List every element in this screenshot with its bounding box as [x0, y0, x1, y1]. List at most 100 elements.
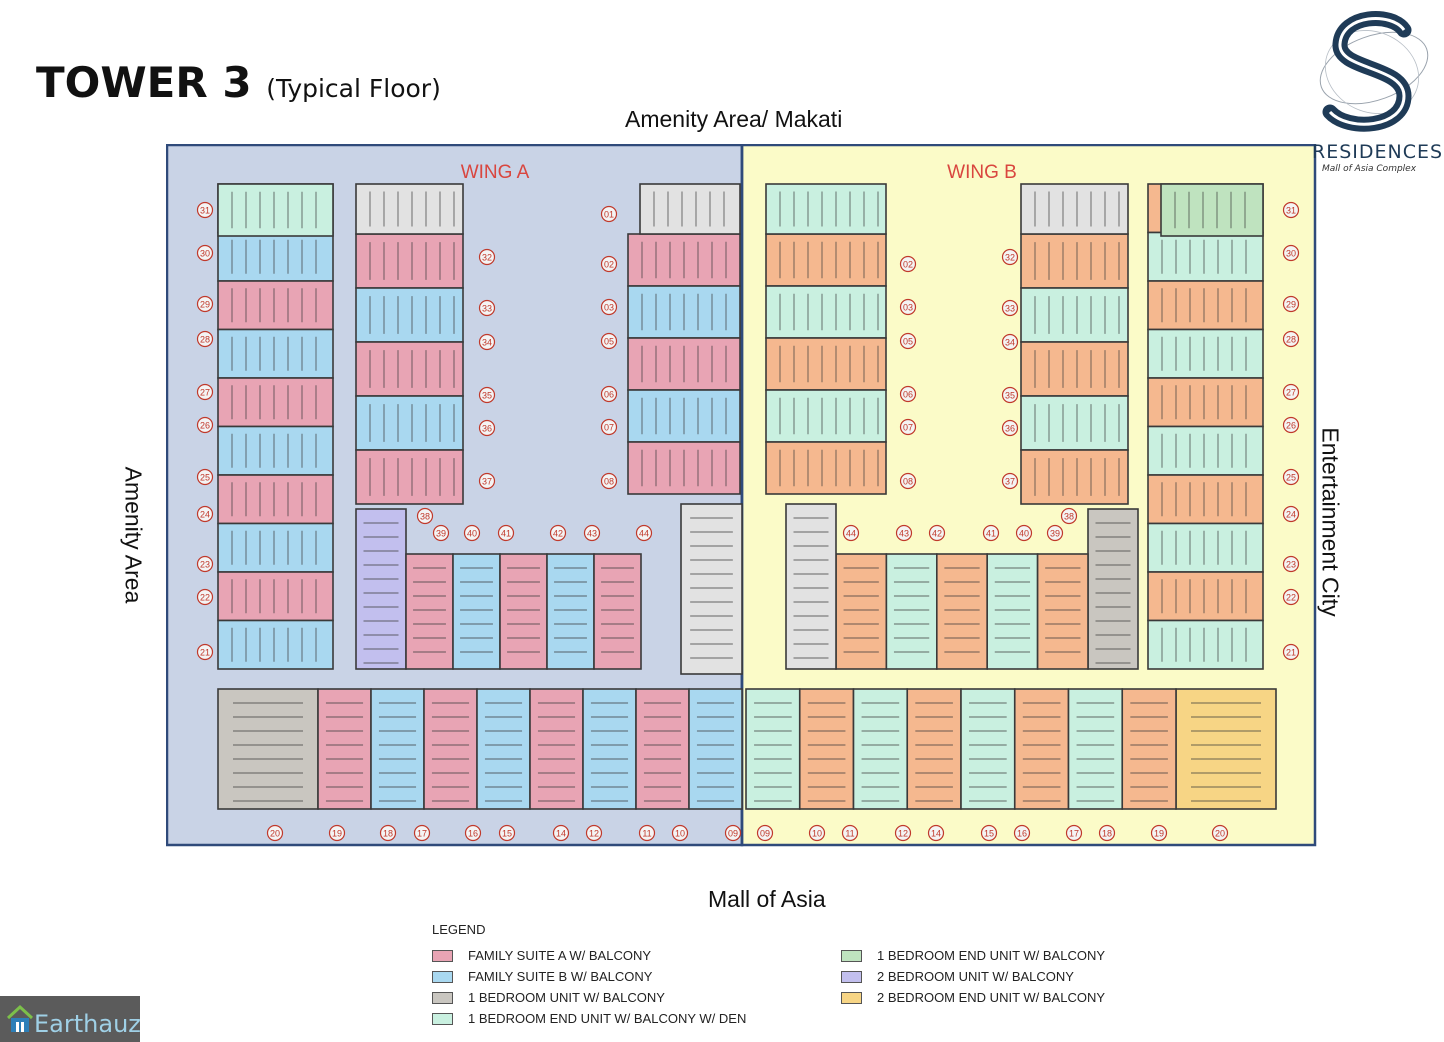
unit-block: [635, 688, 690, 810]
unit-marker: [982, 524, 1000, 542]
unit-marker: [894, 824, 912, 842]
unit-marker: [635, 524, 653, 542]
unit-number: 07: [604, 423, 614, 433]
unit-number: 35: [1005, 391, 1015, 401]
unit-marker: [1282, 244, 1300, 262]
unit-marker: [600, 332, 618, 350]
legend-item: 1 BEDROOM END UNIT W/ BALCONY: [841, 948, 1105, 963]
unit-marker: [497, 524, 515, 542]
unit-block: [765, 183, 887, 235]
unit-block: [986, 553, 1039, 670]
unit-marker: [1060, 507, 1078, 525]
unit-number: 11: [845, 829, 854, 839]
unit-number: 28: [200, 335, 210, 345]
unit-block: [217, 688, 319, 810]
unit-marker: [196, 416, 214, 434]
unit-number: 25: [200, 473, 210, 483]
unit-number: 18: [383, 829, 393, 839]
wing-b-label: WING B: [947, 162, 1017, 183]
unit-marker: [1013, 824, 1031, 842]
stair-core: [639, 183, 741, 235]
unit-number: 23: [200, 560, 210, 570]
unit-number: 06: [903, 390, 913, 400]
unit-marker: [1046, 524, 1064, 542]
earthauz-text: Earthauz: [34, 1010, 141, 1038]
unit-block: [317, 688, 372, 810]
legend-swatch: [841, 949, 862, 962]
unit-marker: [842, 524, 860, 542]
unit-block: [217, 425, 334, 476]
unit-number: 28: [1286, 335, 1296, 345]
unit-block: [1147, 425, 1264, 476]
unit-block: [1121, 688, 1177, 810]
unit-block: [476, 688, 531, 810]
unit-block: [1020, 395, 1129, 451]
unit-number: 40: [1019, 529, 1029, 539]
unit-number: 21: [200, 648, 210, 658]
unit-marker: [899, 332, 917, 350]
legend-swatch: [432, 970, 453, 983]
unit-number: 39: [1050, 529, 1060, 539]
unit-number: 18: [1102, 829, 1112, 839]
unit-marker: [671, 824, 689, 842]
unit-marker: [196, 330, 214, 348]
unit-number: 39: [436, 529, 446, 539]
unit-block: [885, 553, 938, 670]
unit-marker: [895, 524, 913, 542]
unit-number: 08: [604, 477, 614, 487]
legend-swatch: [841, 970, 862, 983]
unit-block: [582, 688, 637, 810]
unit-number: 15: [502, 829, 512, 839]
unit-number: 22: [200, 593, 210, 603]
legend-swatch: [432, 991, 453, 1004]
unit-block: [1147, 522, 1264, 573]
unit-block: [355, 233, 464, 289]
unit-marker: [328, 824, 346, 842]
unit-block: [217, 377, 334, 428]
legend-item: 2 BEDROOM UNIT W/ BALCONY: [841, 969, 1074, 984]
legend-label: 1 BEDROOM UNIT W/ BALCONY: [468, 990, 665, 1005]
unit-marker: [196, 505, 214, 523]
legend-swatch: [432, 1012, 453, 1025]
elevator-core: [785, 503, 837, 670]
unit-marker: [583, 524, 601, 542]
legend-label: FAMILY SUITE B W/ BALCONY: [468, 969, 653, 984]
unit-block: [1020, 449, 1129, 505]
unit-marker: [841, 824, 859, 842]
elevator-core: [680, 503, 743, 675]
unit-block: [1020, 287, 1129, 343]
unit-marker: [1282, 643, 1300, 661]
unit-marker: [1282, 201, 1300, 219]
unit-marker: [549, 524, 567, 542]
unit-number: 31: [1286, 206, 1296, 216]
unit-number: 24: [1286, 510, 1296, 520]
unit-number: 02: [903, 260, 913, 270]
unit-marker: [196, 643, 214, 661]
legend-item: 1 BEDROOM UNIT W/ BALCONY: [432, 990, 665, 1005]
unit-block: [765, 389, 887, 443]
unit-number: 20: [1215, 829, 1225, 839]
unit-marker: [600, 298, 618, 316]
unit-marker: [899, 385, 917, 403]
unit-block: [593, 553, 642, 670]
unit-number: 20: [270, 829, 280, 839]
unit-block: [798, 688, 855, 810]
unit-number: 05: [604, 337, 614, 347]
unit-marker: [1065, 824, 1083, 842]
unit-marker: [552, 824, 570, 842]
house-icon: [6, 1004, 34, 1032]
unit-number: 33: [482, 304, 492, 314]
unit-block: [1087, 508, 1139, 670]
legend-item: FAMILY SUITE B W/ BALCONY: [432, 969, 652, 984]
unit-block: [1147, 377, 1264, 428]
legend-swatch: [432, 949, 453, 962]
unit-number: 31: [200, 206, 210, 216]
earthauz-watermark: Earthauz: [0, 996, 141, 1042]
unit-block: [355, 287, 464, 343]
unit-number: 17: [417, 829, 427, 839]
unit-number: 42: [553, 529, 563, 539]
unit-block: [217, 619, 334, 670]
unit-marker: [600, 205, 618, 223]
unit-block: [355, 341, 464, 397]
unit-marker: [1001, 419, 1019, 437]
